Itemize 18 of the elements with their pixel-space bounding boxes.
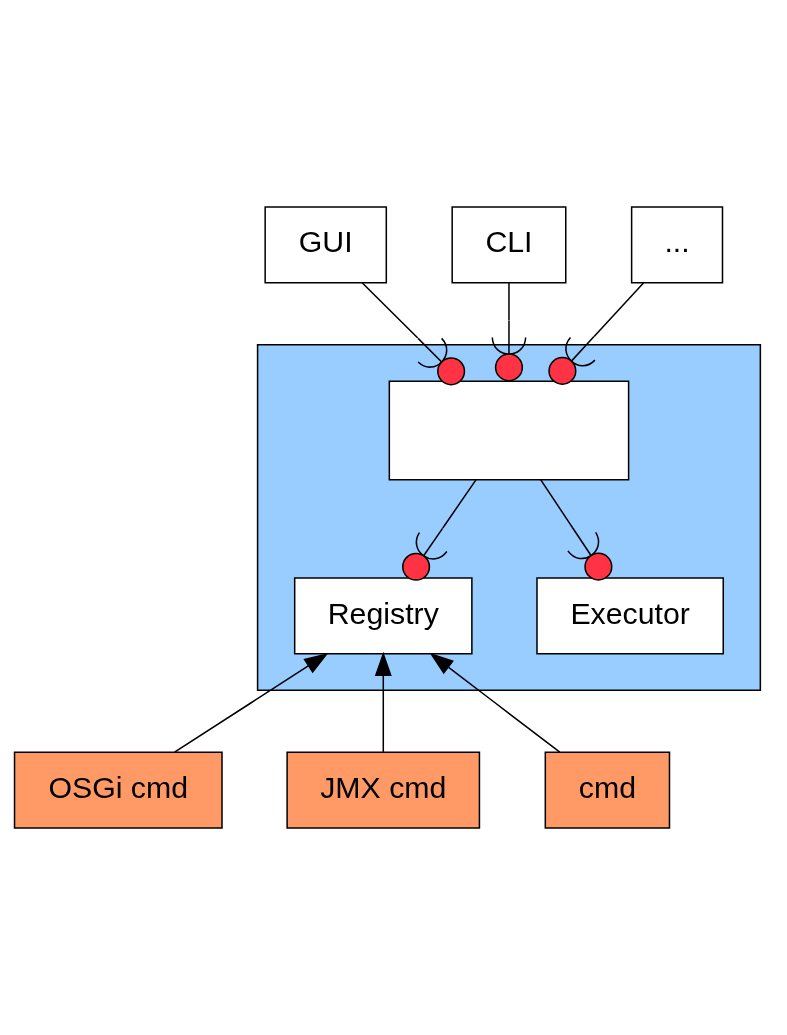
arrow <box>374 651 392 753</box>
node-box <box>388 380 630 481</box>
arrow <box>173 652 329 753</box>
node-box: Registry <box>293 577 473 655</box>
node-box: Executor <box>536 577 724 655</box>
node-box: OSGi cmd <box>13 751 223 829</box>
node-box: JMX cmd <box>286 751 481 829</box>
node-box: GUI <box>264 206 388 284</box>
connector <box>540 479 613 581</box>
connector <box>402 479 477 581</box>
connector <box>548 282 645 385</box>
node-box: cmd <box>544 751 671 829</box>
cluster <box>256 344 762 691</box>
connector <box>491 282 527 382</box>
node-box: ... <box>630 206 724 284</box>
connector <box>361 282 466 386</box>
arrow <box>429 652 561 753</box>
node-box: CLI <box>451 206 567 284</box>
